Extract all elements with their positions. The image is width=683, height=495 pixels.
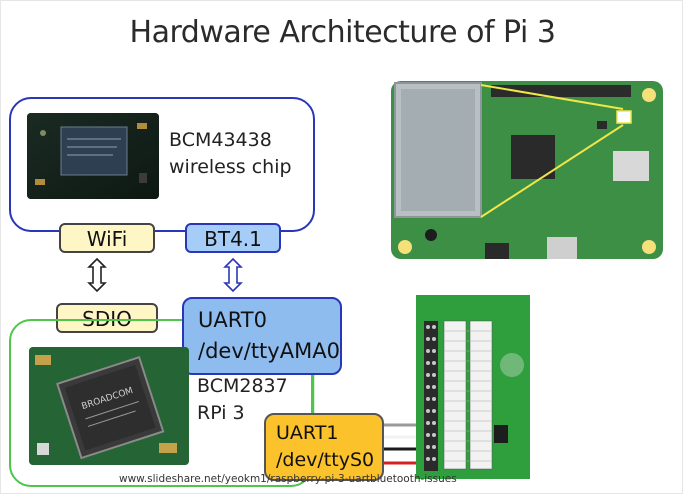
- soc-label: BCM2837 RPi 3: [197, 373, 288, 427]
- source-url: www.slideshare.net/yeokm1/raspberry-pi-3…: [119, 473, 457, 485]
- uart0-name: UART0: [198, 308, 267, 332]
- bt-tag: BT4.1: [185, 223, 281, 253]
- uart1-box: UART1 /dev/ttyS0: [264, 413, 384, 481]
- soc-board: RPi 3: [197, 402, 245, 424]
- wireless-chip-label: BCM43438 wireless chip: [169, 127, 292, 181]
- uart1-device: /dev/ttyS0: [276, 449, 375, 471]
- wifi-tag: WiFi: [59, 223, 155, 253]
- uart0-device: /dev/ttyAMA0: [198, 339, 340, 363]
- soc-model: BCM2837: [197, 375, 288, 397]
- wireless-chip-desc: wireless chip: [169, 156, 292, 178]
- wireless-chip-model: BCM43438: [169, 129, 272, 151]
- bt-uart0-arrow: [223, 257, 243, 293]
- uart1-name: UART1: [276, 422, 339, 444]
- wireless-module-outline: [9, 97, 315, 232]
- soc-chip-photo: BROADCOM: [29, 347, 189, 465]
- gpio-header-diagram: [416, 295, 530, 479]
- wireless-chip-photo: [27, 113, 159, 199]
- uart0-box: UART0 /dev/ttyAMA0: [182, 297, 342, 375]
- wifi-sdio-arrow: [87, 257, 107, 293]
- soc-outline: [9, 319, 313, 487]
- pi3-board-photo: [387, 75, 667, 265]
- slide-title: Hardware Architecture of Pi 3: [129, 15, 556, 50]
